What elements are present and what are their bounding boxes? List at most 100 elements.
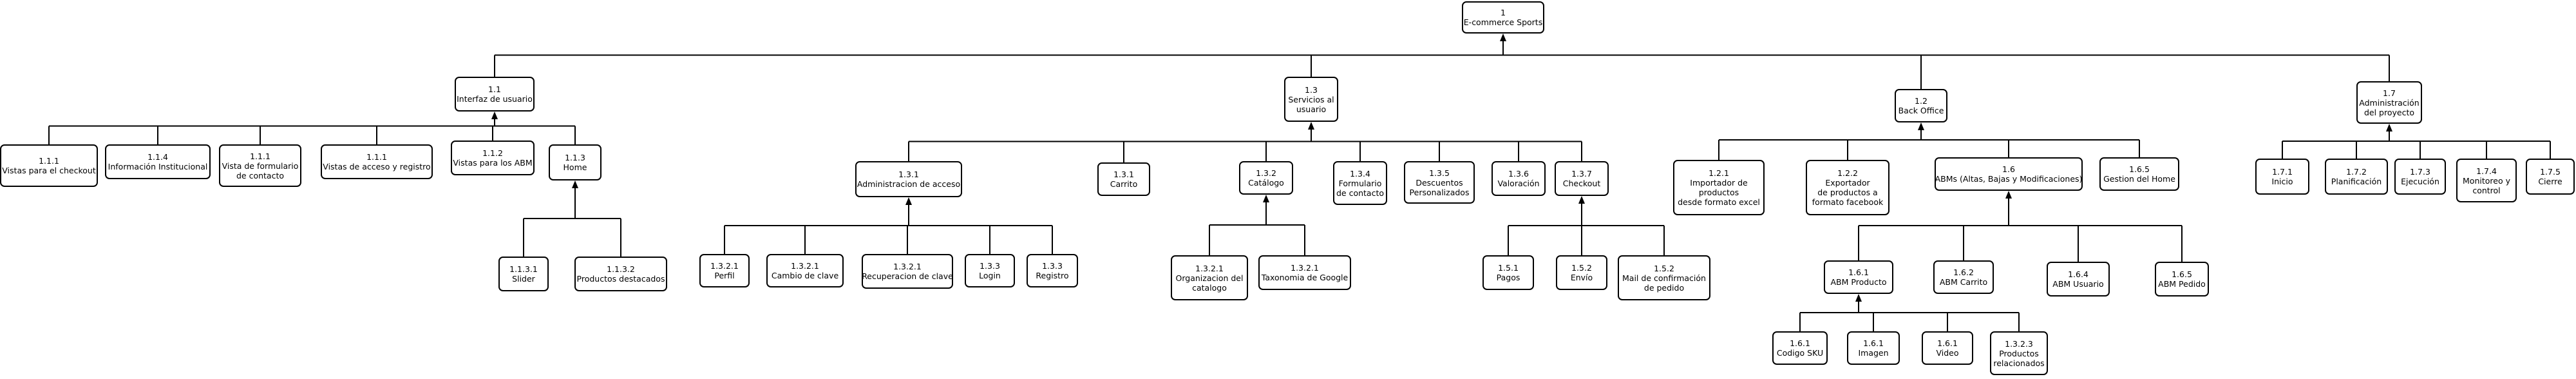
- node-text-line: 1.6.1: [1937, 338, 1958, 348]
- connector-arrowhead: [2005, 191, 2012, 199]
- connector-arrowhead: [2386, 124, 2392, 131]
- node-text-line: Información Institucional: [108, 162, 208, 171]
- node-text-line: ABM Carrito: [1939, 277, 1988, 287]
- node-text-line: 1.3.2.3: [2005, 338, 2033, 349]
- node-text-line: E-commerce Sports: [1463, 17, 1543, 27]
- node-text-line: 1.1.2: [482, 148, 503, 158]
- node-text-line: ABM Usuario: [2052, 279, 2104, 289]
- node-text-line: Organizacion del: [1175, 273, 1244, 283]
- node-text-line: 1.1.1: [39, 156, 59, 166]
- node-text-line: Catálogo: [1248, 178, 1284, 188]
- node-text-line: Valoración: [1497, 179, 1540, 188]
- node-text-line: 1.5.2: [1654, 263, 1674, 273]
- node-text-line: relacionados: [1993, 358, 2045, 368]
- node-text-line: 1.1.3.2: [607, 264, 635, 274]
- node-text-line: 1.3.2.1: [1291, 263, 1319, 273]
- node-text-line: 1.7.1: [2272, 167, 2293, 177]
- node-text-line: 1.2.2: [1837, 168, 1858, 178]
- node-text-line: Planificación: [2331, 177, 2382, 186]
- node-text-line: Home: [563, 162, 587, 172]
- node-text-line: de contacto: [1336, 188, 1385, 198]
- node-text-line: ABM Producto: [1830, 277, 1887, 287]
- node-text-line: 1.1.3: [565, 153, 585, 162]
- node-text-line: productos: [1698, 188, 1739, 197]
- node-text-line: Cambio de clave: [771, 271, 839, 280]
- node-text-line: 1.7.2: [2346, 167, 2367, 177]
- node-text-line: 1.3.2.1: [710, 261, 739, 271]
- node-text-line: Pagos: [1496, 273, 1520, 282]
- node-text-line: 1.3.2.1: [791, 261, 819, 271]
- node-text-line: Cierre: [2538, 177, 2562, 186]
- node-text-line: Personalizados: [1409, 187, 1470, 197]
- connector-arrowhead: [1578, 196, 1585, 204]
- node-text-line: 1.3.2.1: [893, 262, 922, 271]
- node-text-line: Mail de confirmación: [1622, 273, 1706, 283]
- node-text-line: 1.2: [1915, 96, 1927, 106]
- node-text-line: 1.1.3.1: [509, 264, 538, 274]
- node-text-line: 1.3.4: [1350, 168, 1370, 179]
- node-text-line: Carrito: [1110, 179, 1138, 189]
- node-text-line: de contacto: [236, 170, 285, 180]
- node-text-line: Exportador: [1825, 178, 1870, 188]
- node-text-line: 1.3.5: [1429, 168, 1450, 178]
- connector-arrowhead: [572, 180, 578, 188]
- node-text-line: Descuentos: [1416, 177, 1463, 188]
- node-text-line: Imagen: [1858, 348, 1889, 358]
- node-text-line: 1.5.1: [1498, 263, 1519, 273]
- node-text-line: de productos a: [1817, 188, 1878, 197]
- node-text-line: Codigo SKU: [1776, 348, 1824, 358]
- node-text-line: Recuperacion de clave: [862, 271, 953, 281]
- node-text-line: 1.2.1: [1709, 168, 1729, 178]
- node-text-line: Ejecución: [2401, 177, 2439, 186]
- node-text-line: Registro: [1036, 271, 1069, 280]
- node-text-line: 1.6.5: [2172, 269, 2192, 279]
- node-text-line: 1.3: [1305, 84, 1318, 95]
- connector-arrowhead: [905, 197, 912, 205]
- node-text-line: 1.3.6: [1508, 169, 1529, 179]
- node-text-line: Productos destacados: [576, 274, 665, 284]
- node-text-line: Taxonomia de Google: [1261, 273, 1349, 282]
- node-text-line: del proyecto: [2363, 107, 2415, 117]
- node-text-line: 1.3.3: [980, 261, 1000, 271]
- node-text-line: Interfaz de usuario: [457, 94, 533, 104]
- node-text-line: 1.7.3: [2410, 167, 2430, 177]
- node-text-line: 1: [1501, 8, 1506, 17]
- node-text-line: Gestion del Home: [2103, 174, 2175, 184]
- node-text-line: Administracion de acceso: [857, 179, 961, 189]
- node-text-line: 1.3.2: [1256, 168, 1276, 178]
- node-text-line: Envío: [1570, 273, 1593, 282]
- node-text-line: Formulario: [1338, 178, 1382, 188]
- node-text-line: Monitoreo y: [2463, 175, 2510, 186]
- node-text-line: Video: [1936, 348, 1959, 358]
- node-text-line: 1.1.1: [366, 152, 387, 162]
- node-text-line: 1.3.7: [1571, 169, 1592, 179]
- node-text-line: Administración: [2359, 97, 2420, 108]
- node-text-line: Login: [979, 271, 1001, 280]
- node-text-line: Vistas de acceso y registro: [323, 162, 431, 171]
